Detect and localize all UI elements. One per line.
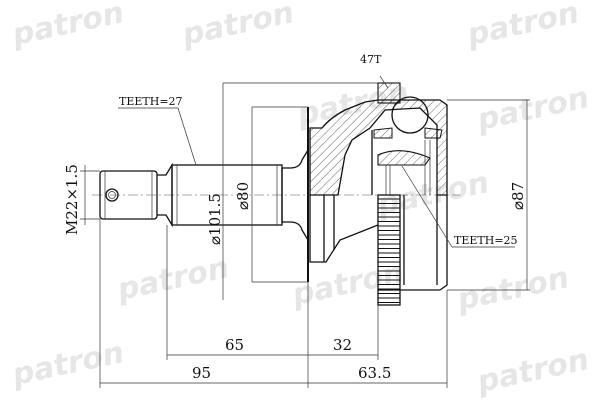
inner-teeth-label: TEETH=25 [454,234,518,247]
watermark: patron [463,0,582,53]
dim-63-5: 63.5 [358,364,391,382]
watermark: patron [473,80,592,138]
shaft [99,107,309,282]
watermark: patron [373,165,492,223]
abs-ring-teeth-label: 47T [360,53,382,66]
dim-32: 32 [333,336,352,354]
dim-65: 65 [225,336,244,354]
watermarks: patron patron patron patron patron patro… [8,0,592,400]
pin-hole [105,188,119,202]
thread-dimension: M22×1.5 [63,164,81,235]
watermark: patron [8,335,127,393]
abs-ring [377,82,401,306]
shaft-teeth-label: TEETH=27 [119,95,183,108]
ball [391,96,429,134]
outer-diameter: ⌀87 [509,182,527,210]
horizontal-dimensions: 65 32 95 63.5 [99,219,448,388]
seat-diameter: ⌀80 [234,182,252,210]
watermark: patron [178,0,297,53]
watermark: patron [8,0,127,53]
flange-diameter: ⌀101.5 [206,193,224,245]
dim-95: 95 [192,364,211,382]
watermark: patron [453,260,572,318]
watermark: patron [113,250,232,308]
vertical-dimensions: M22×1.5 ⌀101.5 ⌀80 ⌀87 [63,82,530,300]
watermark: patron [473,342,592,400]
inner-race [377,150,431,166]
